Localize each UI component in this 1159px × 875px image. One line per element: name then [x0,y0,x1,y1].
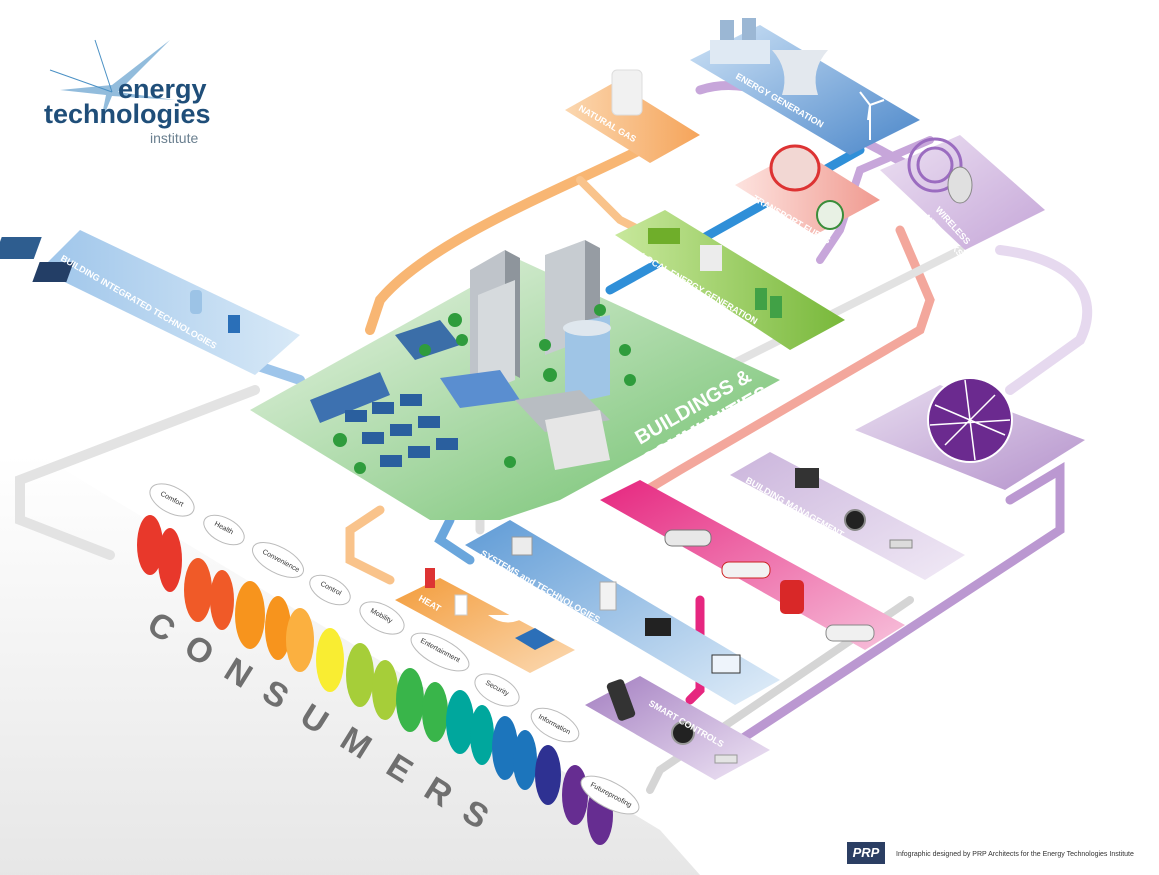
credit-text: Infographic designed by PRP Architects f… [896,851,1134,858]
wireless-networks-panel [880,135,1045,250]
eti-logo [49,39,175,125]
building-management-panel [730,452,965,580]
logo-word-technologies: technologies [44,99,211,129]
ict-systems-panel [855,377,1085,490]
consumer-bubbles [149,483,640,815]
logo-word-energy: energy [118,74,207,104]
smart-controls-panel [585,676,770,780]
transport-fuels-panel [735,144,880,235]
heat-panel [395,568,575,673]
prp-badge: PRP [847,842,885,864]
natural-gas-panel [565,69,700,163]
building-integrated-technologies-panel [0,230,300,375]
transport-panel [600,480,905,650]
systems-technologies-panel [465,520,780,705]
local-energy-generation-panel [615,210,845,350]
buildings-communities-panel [250,240,780,520]
energy-generation-panel [690,18,920,155]
consumers-silhouettes [137,515,613,845]
logo-word-institute: institute [150,130,199,146]
